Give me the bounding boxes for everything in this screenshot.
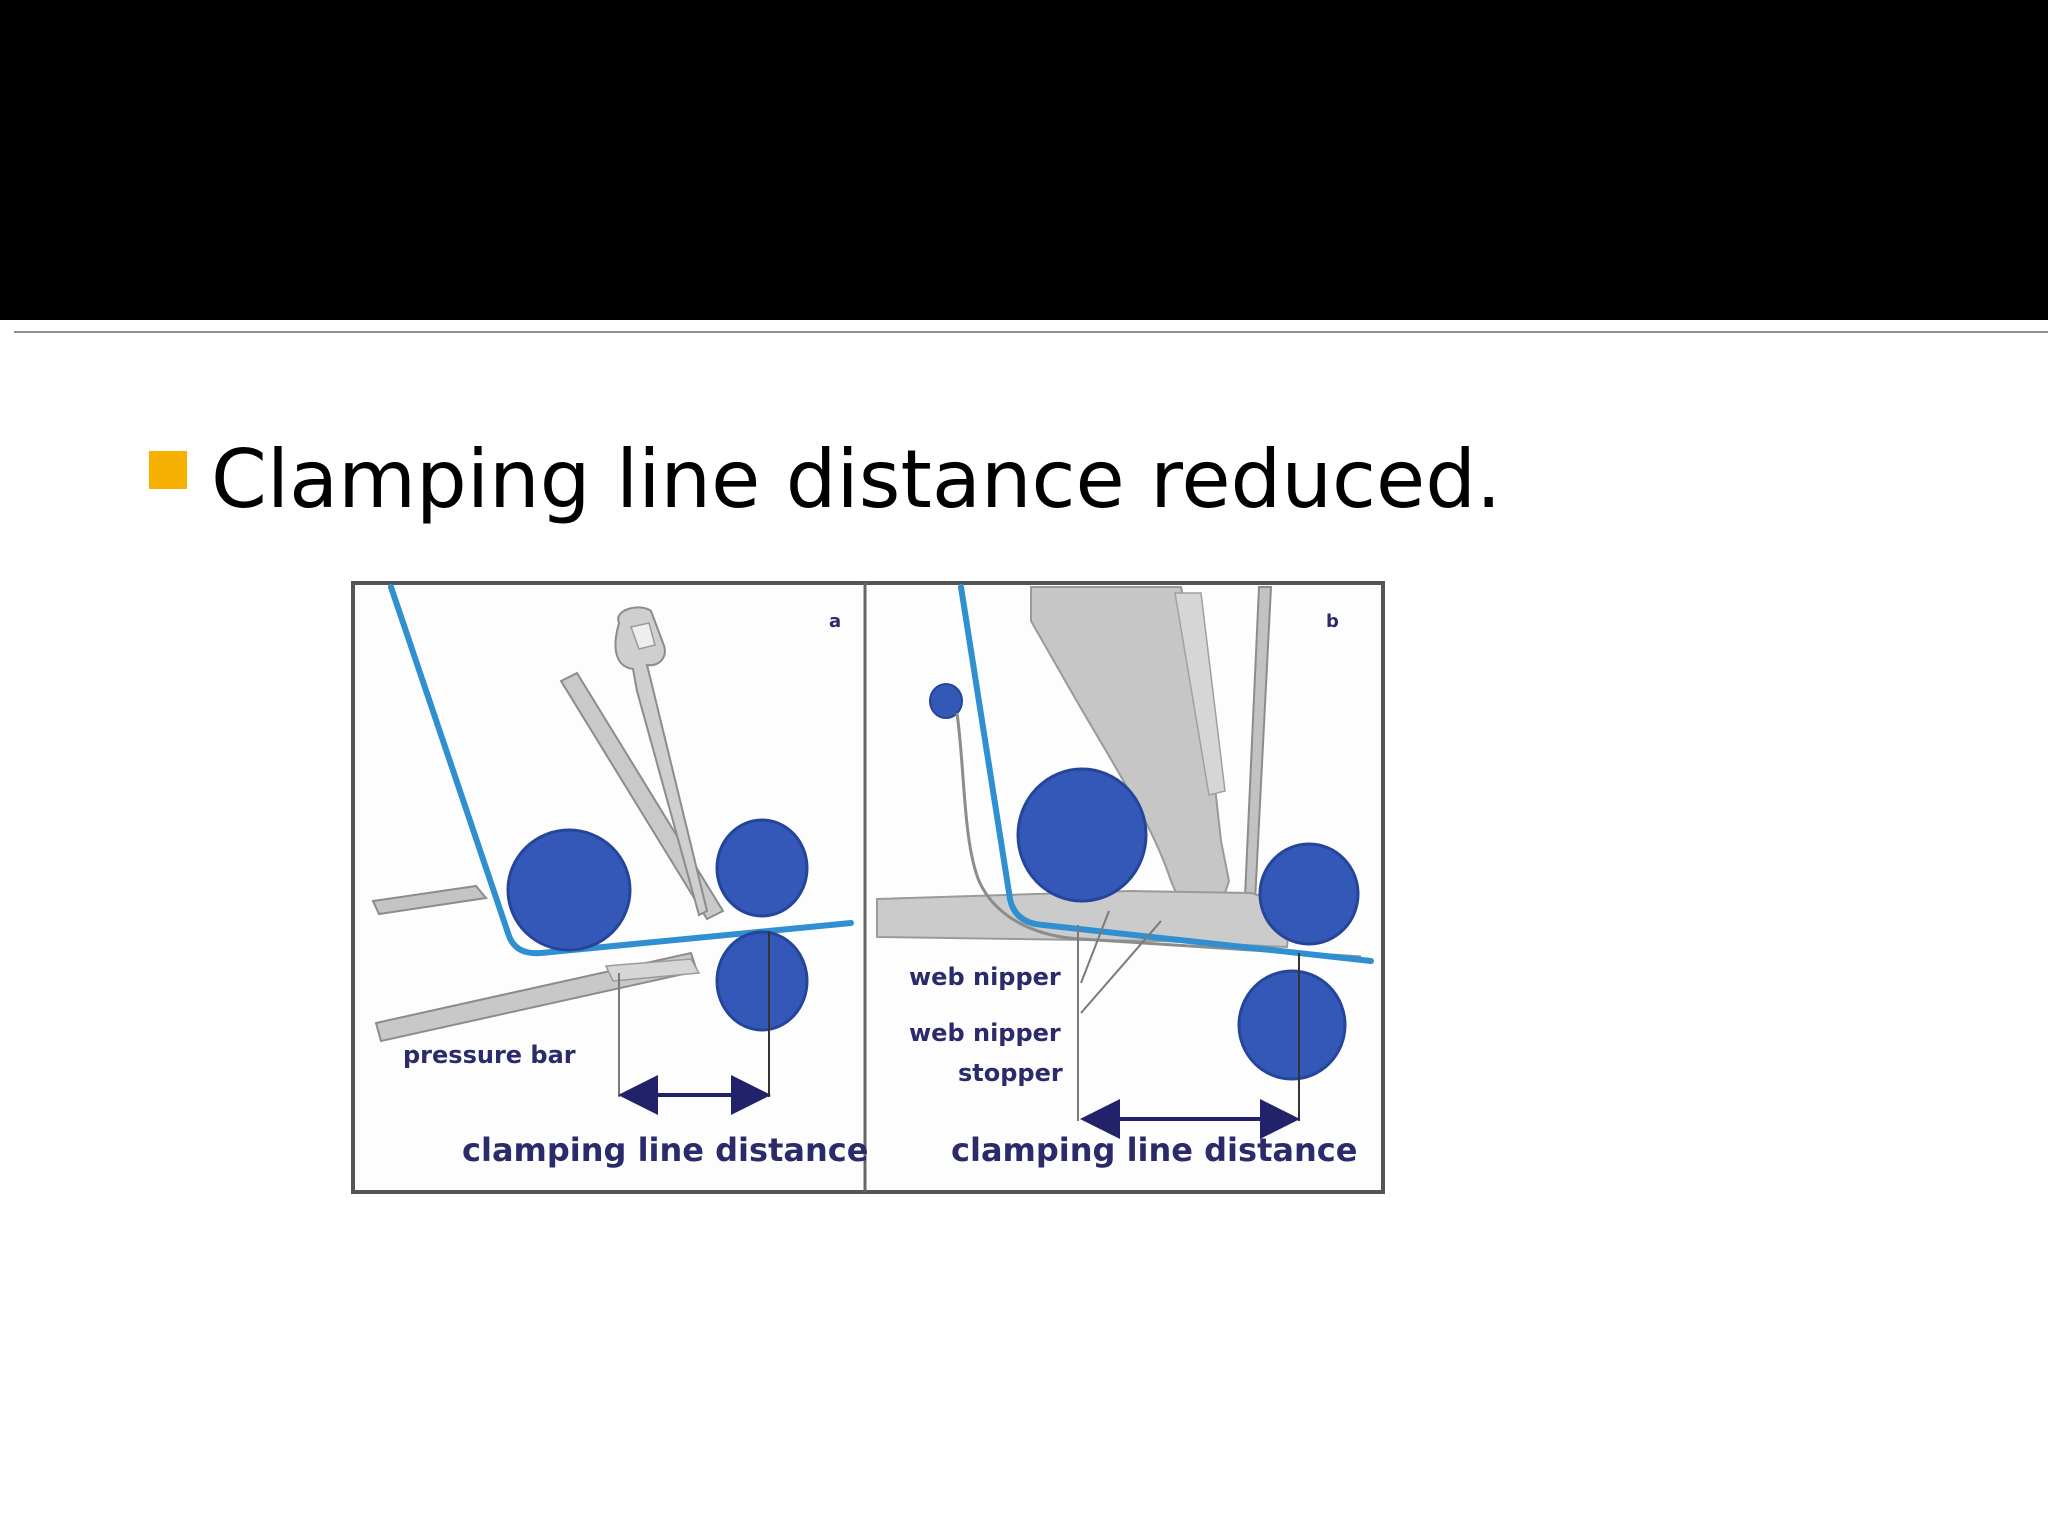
panel-a: a pressure bar clamping line distan [371,584,868,1169]
distance-label-a: clamping line distance [462,1131,868,1169]
clamping-diagram-svg: a pressure bar clamping line distan [351,581,1385,1194]
upper-housing-rib [1174,592,1226,796]
web-nipper-stopper-leader [1080,920,1162,1014]
upper-clamp-roller-b [1258,842,1360,946]
web-nipper-stopper-label-line1: web nipper [909,1019,1061,1047]
web-strip-a [388,584,854,957]
panel-b-letter: b [1326,611,1339,632]
distance-label-b: clamping line distance [951,1131,1357,1169]
panel-a-letter: a [829,611,841,632]
header-divider [14,331,2048,333]
web-nipper-leader [1080,910,1110,984]
pressure-bar-label: pressure bar [403,1041,576,1069]
bullet-item: Clamping line distance reduced. [149,430,1501,530]
upper-clamp-roller-a [715,818,809,918]
lower-clamp-roller-b [1237,969,1347,1081]
lower-clamp-roller-a [715,930,809,1032]
feed-roller-a [506,828,632,952]
clamping-diagram: a pressure bar clamping line distan [351,581,1385,1194]
panel-b: b web nipper [876,584,1374,1169]
guide-wire [955,712,1362,959]
small-roller-b [929,683,963,719]
nipper-arm [614,606,709,917]
pressure-bar-tip [604,958,701,982]
web-nipper-label: web nipper [909,963,1061,991]
web-strip-b [958,584,1374,964]
web-nipper-stopper-label-line2: stopper [958,1059,1063,1087]
upper-guide-plate [371,884,488,916]
title-bar [0,0,2048,320]
bullet-text: Clamping line distance reduced. [211,433,1502,526]
bullet-square-icon [149,451,187,489]
nipper-arm-opening [630,622,656,650]
feed-roller-b [1016,767,1148,903]
